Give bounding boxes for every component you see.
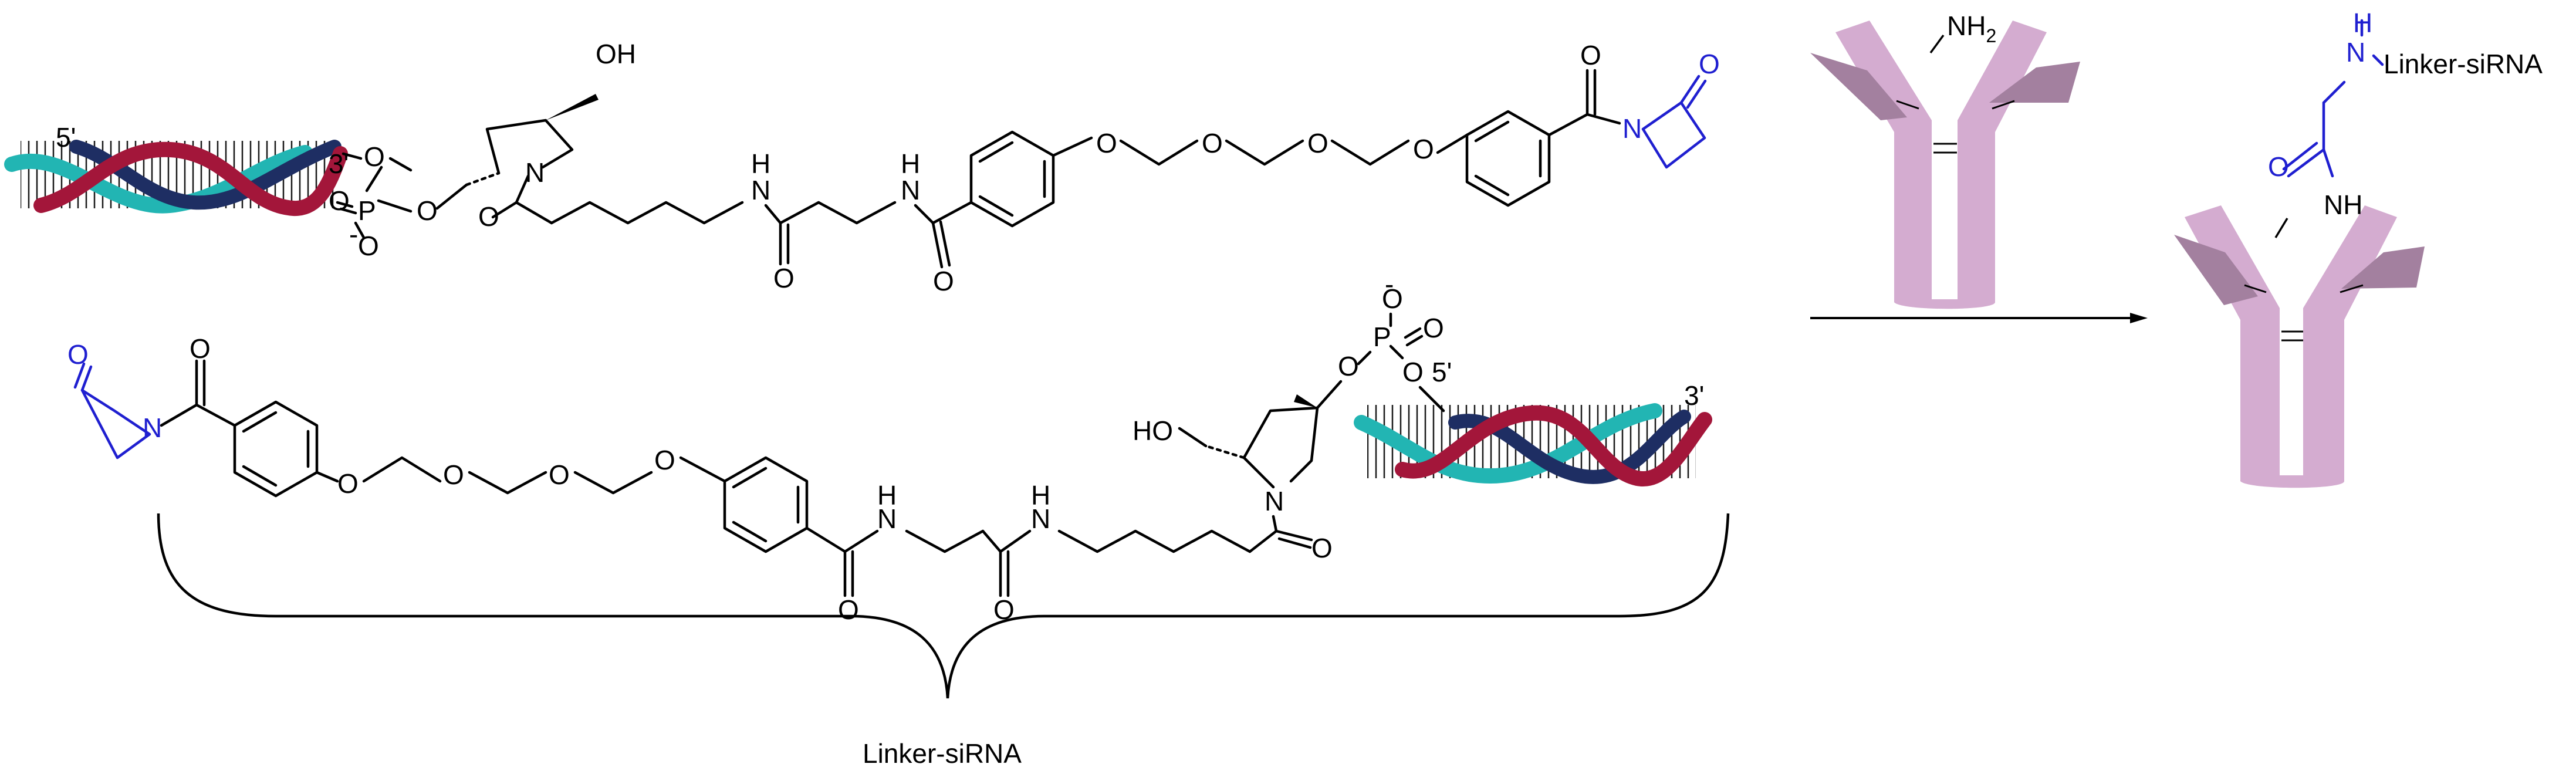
svg-text:P: P [1373,322,1391,352]
svg-text:N: N [901,175,920,205]
svg-text:O: O [773,263,795,293]
linker-bottom-bonds [160,312,1445,597]
svg-text:N: N [1031,503,1050,534]
svg-text:N: N [877,503,897,534]
brace-caption: Linker-siRNA [863,738,1022,769]
svg-text:O: O [1096,128,1117,158]
product-amine-h: H [2353,8,2372,38]
svg-text:N: N [525,157,545,188]
svg-text:O: O [1423,313,1444,343]
svg-text:O: O [67,339,89,370]
svg-text:O: O [417,195,438,226]
svg-text:O: O [1338,351,1359,381]
hydroxymethyl-label-bottom: HO [1133,415,1173,446]
svg-text:O: O [1202,128,1223,158]
svg-text:H: H [877,480,897,511]
svg-text:O: O [190,333,211,364]
svg-text:O: O [1580,40,1601,70]
svg-text:O: O [2268,151,2289,182]
product-amide-nh: NH [2324,190,2362,220]
product-amine-n: N [2346,37,2365,67]
svg-text:O: O [364,141,385,172]
svg-text:H: H [751,148,770,179]
amine-label: NH2 [1947,11,1996,46]
linker-top-atoms: O O P O - O OH N O N H O N H O O O O O O… [329,39,1720,296]
svg-text:O: O [1382,283,1403,314]
beta-lactam-top [1641,75,1707,169]
svg-text:O: O [933,266,954,296]
strand-label-5prime-bottom: 5' [1432,357,1452,387]
reaction-arrow [1810,313,2148,323]
svg-text:O: O [1402,357,1424,387]
svg-text:P: P [358,195,376,226]
svg-text:O: O [329,185,350,216]
strand-label-5prime-top: 5' [56,122,76,153]
svg-text:O: O [358,231,379,261]
svg-text:H: H [901,148,920,179]
curly-brace: Linker-siRNA [157,513,1730,769]
svg-text:O: O [478,201,499,232]
svg-text:O: O [838,594,859,625]
product-linker-label: Linker-siRNA [2384,49,2543,79]
svg-text:O: O [1413,134,1434,164]
strand-label-3prime-bottom: 3' [1684,380,1704,411]
linker-bottom-atoms: O N O O O O O N H O N H O O N HO O P O -… [67,269,1452,625]
svg-text:-: - [1385,269,1394,299]
svg-text:O: O [1311,533,1333,563]
svg-text:-: - [349,219,358,249]
svg-text:N: N [1622,113,1642,144]
svg-text:O: O [654,445,675,475]
linker-top-bonds [336,69,1621,269]
antibody-conjugate-product: O NH N H Linker-siRNA [2174,8,2543,488]
sirna-helix-bottom: 3' [1354,380,1712,486]
svg-text:O: O [337,468,359,499]
svg-text:O: O [1699,49,1720,79]
svg-text:N: N [751,175,770,205]
hydroxyl-label-top: OH [596,39,636,69]
svg-text:O: O [549,459,570,490]
svg-text:O: O [1307,128,1328,158]
sirna-helix-top: 5' 3' [4,122,349,216]
svg-text:O: O [443,459,464,490]
svg-text:N: N [1265,486,1284,516]
antibody-reactant: NH2 [1810,11,2080,309]
svg-text:N: N [143,413,162,443]
svg-text:H: H [1031,480,1050,511]
beta-lactam-bottom [73,362,151,459]
